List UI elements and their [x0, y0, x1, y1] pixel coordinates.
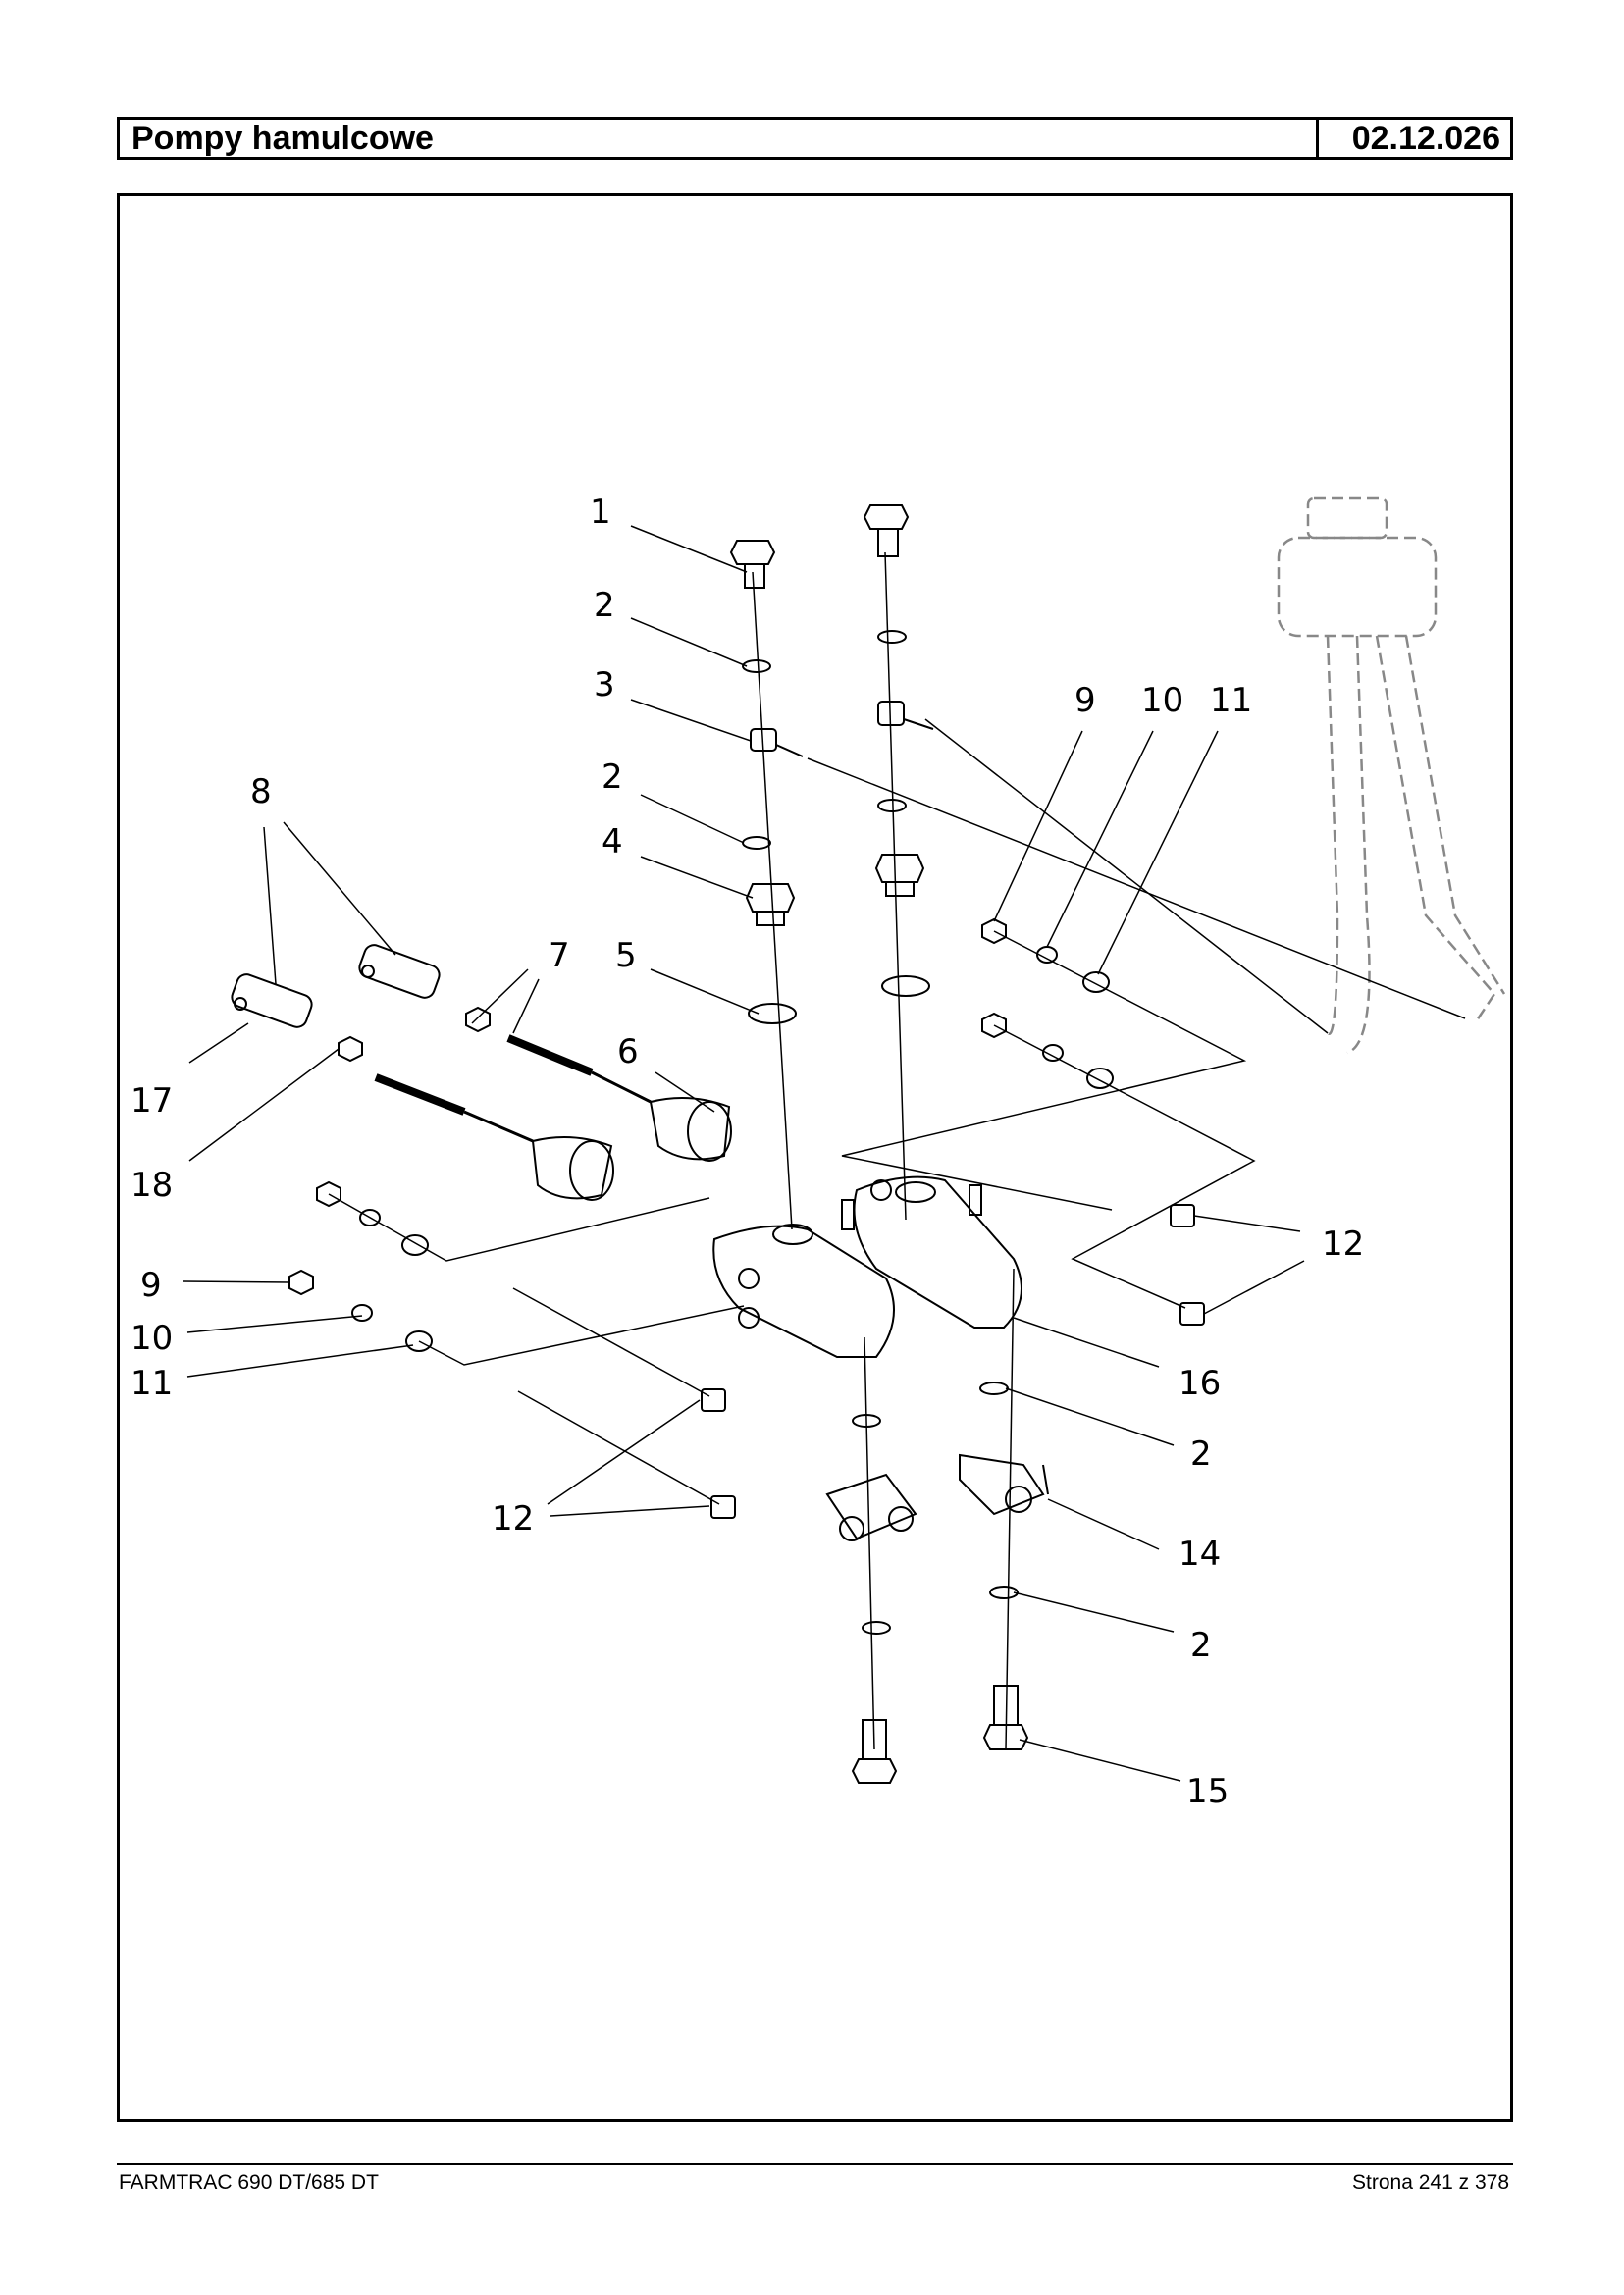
mount-hardware-left-top — [316, 1180, 429, 1256]
footer-model: FARMTRAC 690 DT/685 DT — [119, 2171, 379, 2194]
reservoir-nut-4 — [745, 883, 796, 926]
mount-hardware-right-mid — [981, 1012, 1114, 1089]
jam-nut-18b — [465, 1006, 491, 1033]
callout-11-right: 11 — [1210, 681, 1252, 720]
callout-10-right: 10 — [1141, 681, 1183, 720]
callout-9-right: 9 — [1074, 681, 1096, 720]
bolts-12 — [701, 1204, 1205, 1519]
callout-2d: 2 — [1190, 1626, 1212, 1665]
callout-3: 3 — [594, 665, 615, 704]
callout-14: 14 — [1179, 1535, 1221, 1574]
tee-fitting — [825, 1473, 917, 1541]
master-cylinder-right — [841, 1175, 1022, 1329]
push-rod-7a — [374, 1073, 534, 1143]
callout-1: 1 — [590, 493, 611, 532]
header-bar: Pompy hamulcowe 02.12.026 — [117, 117, 1513, 160]
rubber-boot-6b — [649, 1097, 732, 1162]
mount-hardware-left-bottom — [288, 1269, 433, 1352]
footer-page-number: Strona 241 z 378 — [1352, 2171, 1509, 2194]
callout-12-right: 12 — [1322, 1225, 1364, 1264]
callout-9-left: 9 — [140, 1266, 162, 1305]
section-code: 02.12.026 — [1351, 120, 1500, 157]
callout-4: 4 — [602, 822, 623, 861]
callout-10-left: 10 — [131, 1319, 173, 1358]
callout-8: 8 — [250, 772, 272, 811]
clevis-fork-8b — [358, 944, 441, 999]
exploded-parts-diagram: 1 2 3 2 4 5 6 7 8 9 10 11 12 12 16 2 14 … — [131, 493, 1506, 1811]
banjo-bolt-top-2 — [863, 504, 910, 557]
rubber-boot-6a — [531, 1136, 614, 1201]
reservoir-nut-4b — [874, 854, 925, 897]
bolt-lower-left — [851, 1719, 898, 1784]
callout-12-left: 12 — [492, 1499, 534, 1539]
banjo-fitting-3 — [750, 728, 804, 757]
callout-17: 17 — [131, 1081, 173, 1121]
page-title: Pompy hamulcowe — [120, 120, 1319, 157]
callout-18: 18 — [131, 1166, 173, 1205]
brake-pedal-ghost — [1277, 496, 1506, 1055]
callout-2a: 2 — [594, 586, 615, 625]
jam-nut-18a — [338, 1035, 363, 1063]
banjo-fitting-3b — [877, 701, 934, 730]
banjo-bolt-1 — [729, 540, 776, 589]
callout-2c: 2 — [1190, 1434, 1212, 1474]
callout-6: 6 — [617, 1032, 639, 1071]
callout-2b: 2 — [602, 757, 623, 797]
callout-15: 15 — [1186, 1772, 1229, 1811]
push-rod-7b — [506, 1034, 652, 1104]
clevis-fork-8a — [231, 973, 313, 1028]
banjo-fitting-14 — [959, 1453, 1049, 1516]
callout-7: 7 — [549, 936, 570, 975]
bolt-15 — [982, 1685, 1029, 1750]
master-cylinder-left — [712, 1224, 895, 1358]
callout-16: 16 — [1179, 1364, 1221, 1403]
callout-5: 5 — [615, 936, 637, 975]
callout-11-left: 11 — [131, 1364, 173, 1403]
exploded-diagram-frame: 1 2 3 2 4 5 6 7 8 9 10 11 12 12 16 2 14 … — [117, 193, 1513, 2122]
footer-rule — [117, 2163, 1513, 2165]
